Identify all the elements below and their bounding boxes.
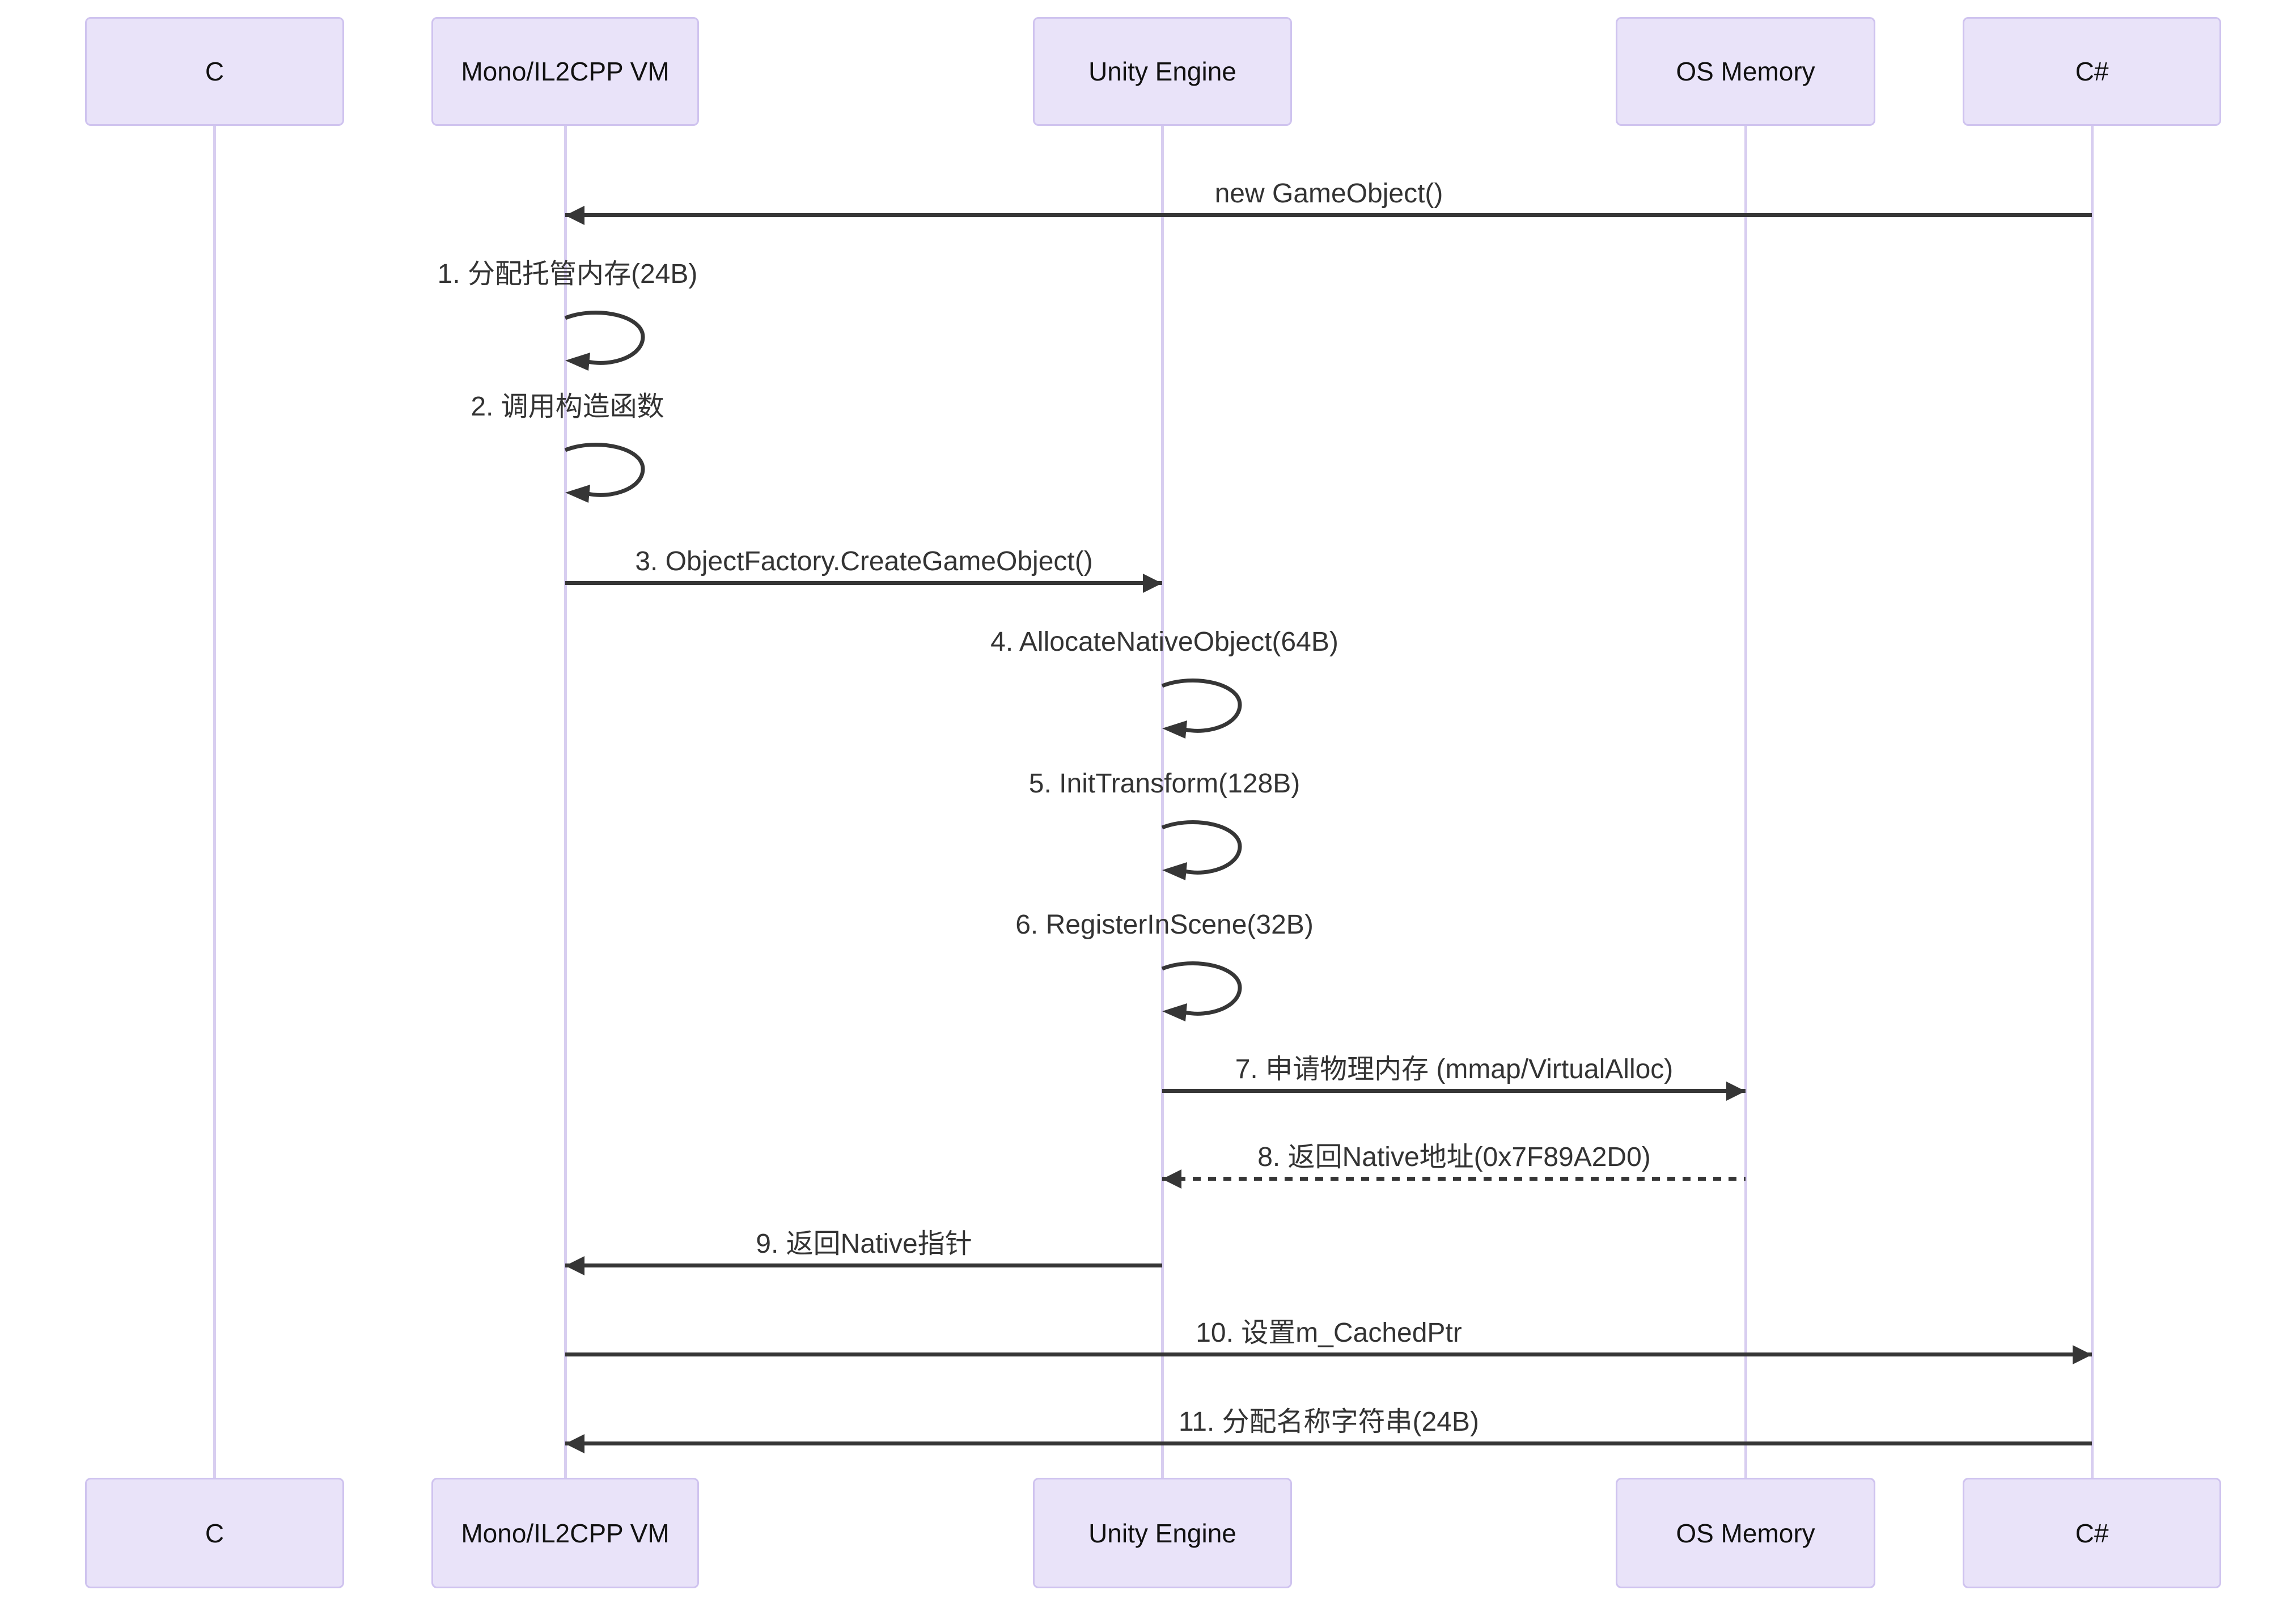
message-line	[565, 1263, 1162, 1267]
message-label: 8. 返回Native地址(0x7F89A2D0)	[1257, 1142, 1651, 1172]
lifeline-csharp	[2091, 126, 2094, 1478]
message-label: 4. AllocateNativeObject(64B)	[990, 627, 1338, 657]
actor-label: C#	[2075, 57, 2109, 86]
lifeline-unity	[1161, 126, 1164, 1478]
message-line	[565, 1441, 2092, 1445]
actor-label: C	[205, 57, 224, 86]
actor-label: Mono/IL2CPP VM	[461, 1518, 670, 1548]
arrowhead-left-icon	[565, 206, 584, 225]
actor-bottom-unity: Unity Engine	[1033, 1478, 1292, 1588]
arrowhead-left-icon	[565, 1256, 584, 1275]
actor-label: Mono/IL2CPP VM	[461, 57, 670, 86]
message-label: new GameObject()	[1214, 179, 1443, 209]
message-line-dotted	[1162, 1177, 1746, 1181]
message-line	[1162, 1089, 1746, 1093]
message-label: 2. 调用构造函数	[471, 392, 664, 422]
lifeline-c	[213, 126, 216, 1478]
actor-top-unity: Unity Engine	[1033, 17, 1292, 126]
message-line	[565, 581, 1162, 585]
actor-bottom-csharp: C#	[1963, 1478, 2221, 1588]
self-loop-arrow-icon	[564, 310, 645, 371]
self-loop-arrow-icon	[1161, 820, 1242, 880]
lifeline-os	[1744, 126, 1747, 1478]
self-loop-arrow-icon	[1161, 961, 1242, 1021]
actor-bottom-c: C	[85, 1478, 344, 1588]
actor-label: OS Memory	[1676, 1518, 1815, 1548]
arrowhead-left-icon	[565, 1434, 584, 1453]
actor-label: C	[205, 1518, 224, 1548]
message-label: 3. ObjectFactory.CreateGameObject()	[635, 546, 1093, 576]
message-label: 1. 分配托管内存(24B)	[437, 259, 698, 289]
lifeline-vm	[564, 126, 567, 1478]
message-line	[565, 213, 2092, 217]
actor-label: Unity Engine	[1088, 1518, 1236, 1548]
message-label: 5. InitTransform(128B)	[1028, 769, 1300, 799]
actor-top-vm: Mono/IL2CPP VM	[431, 17, 699, 126]
message-label: 10. 设置m_CachedPtr	[1196, 1318, 1462, 1348]
actor-bottom-os: OS Memory	[1616, 1478, 1875, 1588]
message-label: 9. 返回Native指针	[756, 1229, 972, 1259]
self-loop-arrow-icon	[1161, 678, 1242, 739]
actor-bottom-vm: Mono/IL2CPP VM	[431, 1478, 699, 1588]
message-label: 11. 分配名称字符串(24B)	[1179, 1407, 1479, 1437]
arrowhead-right-icon	[2073, 1345, 2092, 1364]
actor-label: Unity Engine	[1088, 57, 1236, 86]
message-line	[565, 1352, 2092, 1356]
actor-label: OS Memory	[1676, 57, 1815, 86]
actor-top-csharp: C#	[1963, 17, 2221, 126]
actor-top-c: C	[85, 17, 344, 126]
message-label: 6. RegisterInScene(32B)	[1015, 910, 1314, 940]
message-label: 7. 申请物理内存 (mmap/VirtualAlloc)	[1235, 1054, 1674, 1084]
arrowhead-right-icon	[1726, 1082, 1746, 1101]
arrowhead-right-icon	[1143, 574, 1162, 593]
actor-top-os: OS Memory	[1616, 17, 1875, 126]
self-loop-arrow-icon	[564, 442, 645, 503]
actor-label: C#	[2075, 1518, 2109, 1548]
arrowhead-left-icon	[1162, 1169, 1181, 1189]
